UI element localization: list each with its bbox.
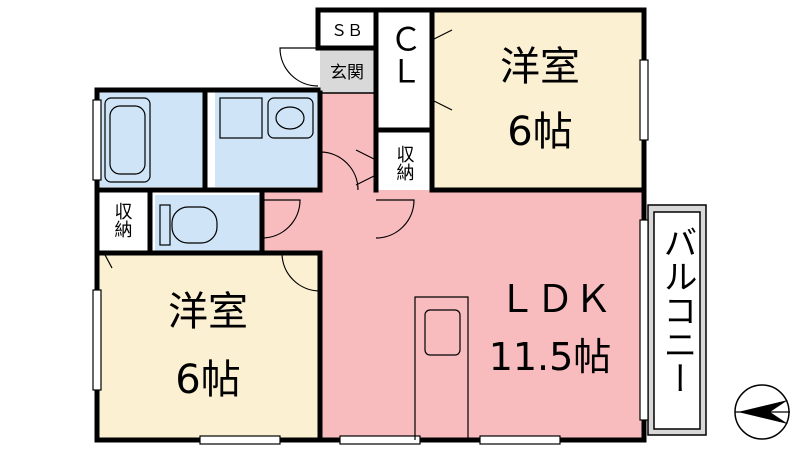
shoe-box-label: ＳＢ (331, 21, 363, 40)
room-western-left-fill (97, 253, 320, 440)
bathtub-icon (104, 97, 151, 183)
room-western-left-name: 洋室 (168, 289, 248, 335)
north-arrow-icon (734, 384, 790, 440)
storage-mid-label: 収納 (394, 145, 415, 181)
room-western-top-name: 洋室 (500, 44, 580, 90)
shoe-box-fill (320, 10, 376, 48)
storage-mid-fill (376, 132, 432, 190)
toilet-icon (159, 204, 218, 246)
doors (103, 29, 453, 292)
entrance-label: 玄関 (330, 63, 364, 83)
toilet-fill (155, 195, 260, 253)
room-ldk-size: 11.5帖 (489, 335, 612, 379)
room-ldk-fill (320, 190, 642, 440)
storage-left-fill (97, 195, 147, 253)
windows (92, 59, 649, 445)
room-western-left-size: 6帖 (175, 357, 240, 403)
balcony-label: バルコニー (657, 225, 697, 395)
washbasin-icon (219, 97, 314, 139)
balcony-inner (654, 212, 700, 429)
storage-left-label: 収納 (112, 202, 133, 238)
closet-top-label: ＣＬ (385, 23, 423, 87)
closet-top-fill (376, 10, 432, 130)
room-western-top-size: 6帖 (507, 109, 572, 155)
bathroom-fill (97, 90, 205, 187)
hallway-fill (262, 93, 432, 253)
room-western-top-fill (432, 10, 642, 190)
room-ldk-name: ＬＤＫ (498, 277, 612, 321)
entrance-fill (320, 48, 376, 93)
kitchen-counter-icon (414, 296, 469, 440)
